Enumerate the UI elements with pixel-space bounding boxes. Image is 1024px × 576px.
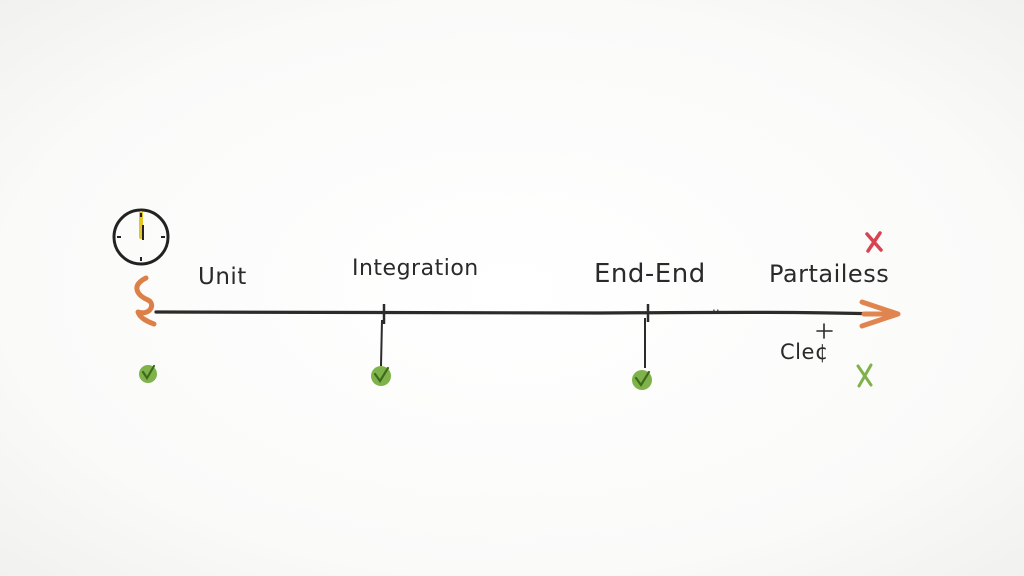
dot-mark: '' [712, 308, 720, 324]
cross-icon [865, 231, 883, 253]
stage-label-partailess: Partailess [769, 260, 890, 288]
sub-label: Cle¢ [780, 340, 829, 364]
stage-label-integration: Integration [352, 256, 479, 281]
cross-icon [856, 363, 873, 388]
stage-label-end-end: End-End [594, 259, 706, 289]
drop-line-integration [380, 319, 383, 367]
squiggle-icon [134, 275, 157, 327]
plus-icon [816, 323, 833, 339]
timeline-line [154, 310, 886, 316]
check-icon [371, 366, 391, 386]
clock-icon [112, 208, 170, 266]
arrowhead-icon [859, 299, 901, 329]
check-icon [139, 364, 157, 383]
check-icon [632, 370, 652, 390]
stage-label-unit: Unit [198, 264, 247, 290]
